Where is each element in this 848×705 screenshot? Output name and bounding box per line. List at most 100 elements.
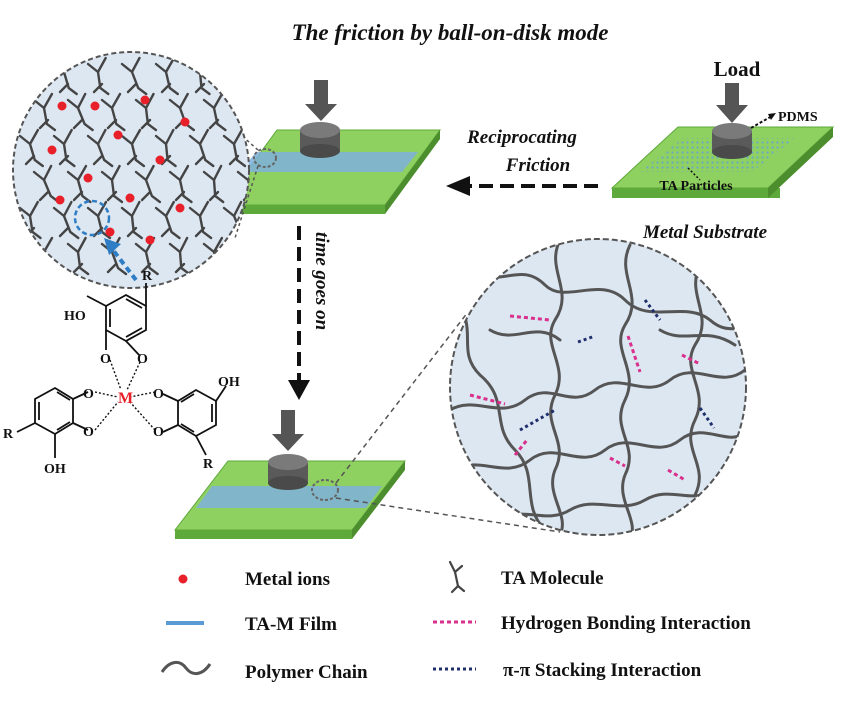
metal-substrate-label: Metal Substrate xyxy=(642,222,768,243)
metal-ion xyxy=(125,193,135,203)
ta-molecule-shape xyxy=(100,164,124,204)
ta-molecule-shape xyxy=(134,236,159,276)
ta-molecule-shape xyxy=(222,128,247,168)
ta-molecule-shape xyxy=(18,56,41,96)
time-goes-on-label: time goes on xyxy=(311,232,332,330)
ta-molecule-shape xyxy=(100,92,126,132)
ta-molecule-shape xyxy=(120,128,146,168)
ta-molecule-shape xyxy=(66,164,92,204)
ta-molecule-shape xyxy=(168,92,195,132)
legend-ta-swatch xyxy=(448,560,466,594)
ta-molecule-shape xyxy=(120,56,148,96)
metal-ion xyxy=(145,235,155,245)
ta-leader xyxy=(687,167,701,181)
legend-polymer-swatch xyxy=(160,661,212,675)
o-label-6: O xyxy=(153,425,164,440)
ta-molecule-shape xyxy=(86,200,112,240)
ta-molecule-shape xyxy=(86,56,110,96)
load-arrow-bottom xyxy=(272,410,304,451)
ta-molecule-shape xyxy=(202,236,229,276)
ta-molecule-shape xyxy=(154,128,177,168)
polymer-network xyxy=(450,239,746,535)
chemical-labels: HO R O O O O O O M R OH OH R xyxy=(3,269,240,477)
metal-ion xyxy=(47,145,57,155)
ta-molecule-shape xyxy=(134,164,162,204)
ball-bottom xyxy=(268,454,308,490)
legend-ta-m-film: TA-M Film xyxy=(245,614,337,635)
ta-molecule-shape xyxy=(202,92,227,132)
ta-molecule-shape xyxy=(66,236,90,276)
oh-label-bottom: OH xyxy=(44,462,66,477)
right-zoom-circle xyxy=(449,238,747,536)
load-arrow-top xyxy=(305,80,337,121)
ta-molecule-shape xyxy=(154,56,179,96)
ta-molecule-shape xyxy=(236,236,249,276)
ta-network xyxy=(18,56,249,276)
o-label-1: O xyxy=(100,352,111,367)
zoom-line-top-2 xyxy=(234,165,259,239)
ta-molecule-shape xyxy=(236,164,249,204)
metal-ion xyxy=(55,195,65,205)
zoom-line-bottom-2 xyxy=(335,497,561,533)
pdms-label: PDMS xyxy=(778,110,818,125)
reciprocating-arrow xyxy=(446,176,598,196)
left-zoom-circle xyxy=(12,51,250,289)
oh-label-right: OH xyxy=(218,375,240,390)
load-label: Load xyxy=(714,57,761,81)
metal-ion xyxy=(175,203,185,213)
metal-ion xyxy=(113,130,123,140)
ta-molecule-shape xyxy=(120,200,143,240)
metal-ion xyxy=(57,101,67,111)
ta-m-film-bottom xyxy=(196,486,382,508)
o-label-4: O xyxy=(83,425,94,440)
o-label-2: O xyxy=(137,352,148,367)
r-label-top: R xyxy=(142,269,153,284)
metal-ion xyxy=(155,155,165,165)
o-label-5: O xyxy=(153,387,164,402)
ta-molecule-shape xyxy=(154,200,181,240)
ta-molecule-shape xyxy=(32,92,57,132)
ta-particles-label: TA Particles xyxy=(659,179,733,194)
r-label-right: R xyxy=(203,457,214,472)
ta-molecule-shape xyxy=(52,128,76,168)
metal-ion-group xyxy=(47,95,190,245)
load-arrow-right xyxy=(716,83,748,123)
blue-arrow xyxy=(104,238,138,282)
ho-label: HO xyxy=(64,309,86,324)
ball-top xyxy=(300,122,340,158)
metal-ion xyxy=(90,101,100,111)
metal-ion xyxy=(180,117,190,127)
ta-molecule-shape xyxy=(134,92,158,132)
metal-ion xyxy=(140,95,150,105)
legend-hydrogen-bonding: Hydrogen Bonding Interaction xyxy=(501,613,751,634)
time-arrow xyxy=(288,226,310,400)
ta-molecule-shape xyxy=(222,56,249,96)
chemical-structure xyxy=(16,283,227,458)
ta-molecule-shape xyxy=(168,164,193,204)
ta-molecule-shape xyxy=(66,92,94,132)
ta-molecule-shape xyxy=(32,164,60,204)
zoom-marker-bottom xyxy=(311,479,339,501)
zoom-marker-top xyxy=(253,148,277,168)
complex-highlight xyxy=(73,199,111,237)
legend-metal-ion-dot xyxy=(178,574,188,584)
metal-ion xyxy=(105,227,115,237)
legend-metal-ions: Metal ions xyxy=(245,569,330,590)
ta-molecule-shape xyxy=(18,200,42,240)
legend-ta-molecule: TA Molecule xyxy=(501,568,604,589)
ta-molecule-shape xyxy=(86,128,114,168)
ta-molecule-shape xyxy=(236,92,249,132)
metal-center-label: M xyxy=(118,390,133,407)
ta-molecule-shape xyxy=(168,236,191,276)
ta-molecule-shape xyxy=(18,128,44,168)
ta-molecule-shape xyxy=(52,200,80,240)
ta-molecule-shape xyxy=(188,200,213,240)
diagram-title: The friction by ball-on-disk mode xyxy=(292,20,609,45)
interaction-bonds xyxy=(469,299,716,482)
ta-molecule-shape xyxy=(188,128,215,168)
substrate-top xyxy=(221,129,441,214)
r-label-left: R xyxy=(3,427,14,442)
ta-molecule-shape xyxy=(222,200,249,240)
ball-right xyxy=(712,123,752,159)
